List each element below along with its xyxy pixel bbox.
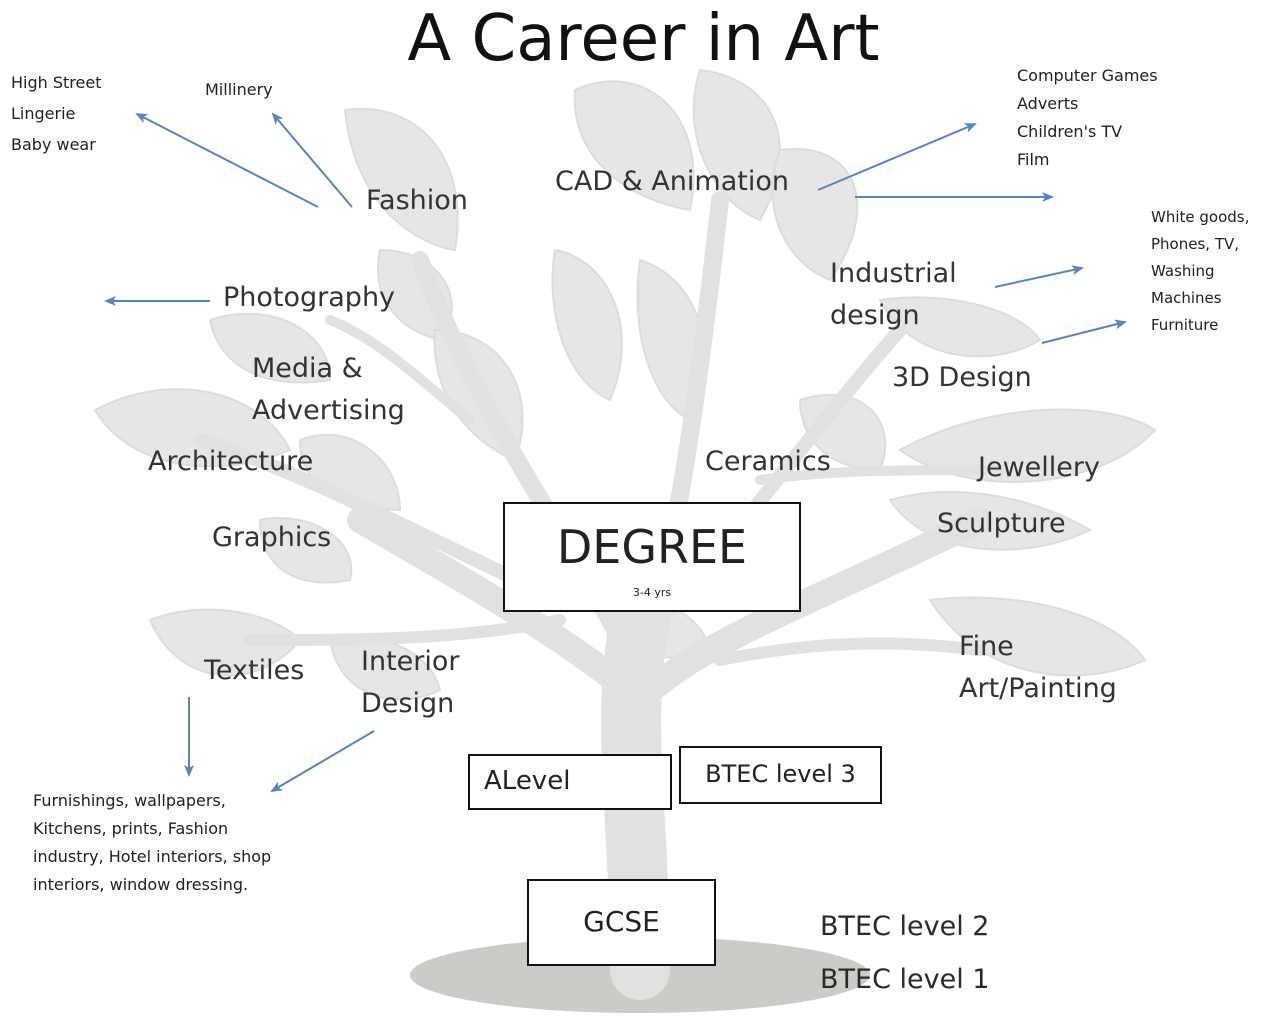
btec2-label: BTEC level 2 [820, 911, 990, 942]
career-interior-line1: Interior [361, 646, 460, 677]
career-fineart-line1: Fine [959, 631, 1014, 662]
career-interior-design: Interior Design [361, 641, 460, 725]
gcse-box: GCSE [527, 879, 716, 966]
arrow-millinery [271, 112, 353, 208]
arrow-interior [270, 730, 375, 793]
career-3d-design: 3D Design [892, 362, 1032, 393]
arrow-3d-design [1041, 319, 1127, 344]
alevel-box: ALevel [468, 754, 672, 810]
example-furniture: Furniture [1151, 316, 1219, 334]
examples-industrial-products: White goods, Phones, TV, Washing Machine… [1151, 204, 1249, 339]
arrow-cad-uses [817, 123, 977, 191]
career-cad-animation: CAD & Animation [555, 166, 789, 197]
career-ceramics: Ceramics [705, 446, 831, 477]
career-media-line2: Advertising [252, 395, 405, 426]
example-washing: Washing [1151, 262, 1215, 280]
career-media-line1: Media & [252, 353, 363, 384]
examples-interiors: Furnishings, wallpapers, Kitchens, print… [33, 791, 272, 894]
example-machines: Machines [1151, 289, 1222, 307]
example-childrens-tv: Children's TV [1017, 122, 1123, 141]
diagram-title: A Career in Art [407, 2, 880, 76]
career-industrial-design: Industrial design [830, 253, 957, 337]
career-architecture: Architecture [148, 446, 314, 477]
career-media-advertising: Media & Advertising [252, 348, 405, 432]
career-industrial-line2: design [830, 300, 920, 331]
arrow-industrial [994, 265, 1084, 288]
example-high-street: High Street [11, 73, 102, 92]
degree-label: DEGREE [556, 520, 748, 574]
example-baby-wear: Baby wear [11, 135, 96, 154]
degree-duration: 3-4 yrs [632, 586, 672, 599]
example-lingerie: Lingerie [11, 104, 76, 123]
btec3-label: BTEC level 3 [705, 760, 856, 788]
example-white-goods: White goods, [1151, 208, 1250, 226]
career-fine-art: Fine Art/Painting [959, 626, 1117, 710]
career-industrial-line1: Industrial [830, 258, 957, 289]
career-jewellery: Jewellery [978, 452, 1100, 483]
career-fineart-line2: Art/Painting [959, 673, 1117, 704]
example-film: Film [1017, 150, 1050, 169]
career-textiles: Textiles [204, 655, 305, 686]
examples-fashion-types: High Street Lingerie Baby wear [11, 67, 101, 160]
examples-cad-uses: Computer Games Adverts Children's TV Fil… [1017, 62, 1158, 174]
example-computer-games: Computer Games [1017, 66, 1158, 85]
arrow-fashion-types [135, 113, 319, 208]
example-phones-tv: Phones, TV, [1151, 235, 1240, 253]
arrows [104, 112, 1127, 793]
btec3-box: BTEC level 3 [679, 746, 882, 804]
gcse-label: GCSE [583, 905, 660, 938]
career-photography: Photography [223, 282, 396, 313]
career-fashion: Fashion [366, 185, 468, 216]
btec1-label: BTEC level 1 [820, 964, 990, 995]
alevel-label: ALevel [484, 766, 571, 796]
career-interior-line2: Design [361, 688, 455, 719]
degree-box: DEGREE 3-4 yrs [503, 502, 801, 612]
example-millinery: Millinery [205, 80, 273, 99]
career-sculpture: Sculpture [937, 508, 1066, 539]
example-adverts: Adverts [1017, 94, 1079, 113]
career-graphics: Graphics [212, 522, 332, 553]
